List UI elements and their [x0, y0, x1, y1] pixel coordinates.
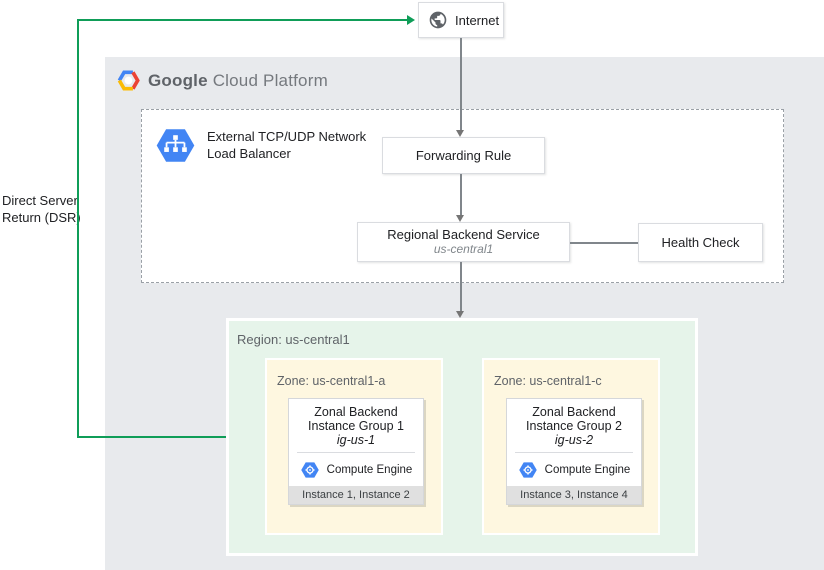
health-check-label: Health Check: [661, 235, 740, 250]
zone-a-label: Zone: us-central1-a: [277, 374, 386, 388]
compute-engine-row: Compute Engine: [507, 453, 641, 486]
compute-engine-label: Compute Engine: [326, 463, 413, 476]
instance-group-1-title: Zonal Backend Instance Group 1 ig-us-1: [289, 399, 423, 447]
down-arrowhead-icon: [456, 215, 464, 222]
gcp-brand-text: Google Cloud Platform: [148, 70, 328, 90]
gcp-hexagon-logo-icon: [117, 70, 140, 91]
instance-group-1-instances: Instance 1, Instance 2: [289, 486, 423, 504]
health-check-node: Health Check: [638, 223, 763, 262]
compute-engine-label: Compute Engine: [544, 463, 631, 476]
dsr-label: Direct Server Return (DSR): [2, 193, 81, 225]
compute-engine-icon: [518, 461, 537, 478]
zone-c-label: Zone: us-central1-c: [494, 374, 602, 388]
backend-to-region-line: [460, 262, 462, 312]
gcp-logo: Google Cloud Platform: [116, 68, 328, 93]
divider: [297, 452, 415, 453]
backend-service-label: Regional Backend Service: [387, 227, 540, 242]
internet-to-forwarding-line: [460, 38, 462, 131]
dsr-return-line-vertical: [77, 19, 79, 438]
compute-engine-icon: [300, 461, 319, 478]
forwarding-to-backend-line: [460, 174, 462, 216]
compute-engine-row: Compute Engine: [289, 453, 423, 486]
globe-icon: [429, 11, 447, 29]
load-balancer-lockup: External TCP/UDP Network Load Balancer: [154, 124, 366, 167]
backend-to-healthcheck-line: [570, 242, 638, 244]
down-arrowhead-icon: [456, 311, 464, 318]
dsr-return-line-top: [77, 19, 407, 21]
load-balancer-title: External TCP/UDP Network Load Balancer: [207, 129, 367, 161]
instance-group-2-instances: Instance 3, Instance 4: [507, 486, 641, 504]
down-arrowhead-icon: [456, 130, 464, 137]
divider: [515, 452, 633, 453]
instance-group-1-box: Zonal Backend Instance Group 1 ig-us-1 C…: [288, 398, 424, 505]
forwarding-rule-label: Forwarding Rule: [415, 148, 512, 163]
instance-group-2-box: Zonal Backend Instance Group 2 ig-us-2 C…: [506, 398, 642, 505]
backend-service-node: Regional Backend Service us-central1: [357, 222, 570, 262]
dsr-return-line-bottom: [77, 436, 226, 438]
region-label: Region: us-central1: [237, 332, 350, 347]
internet-node: Internet: [418, 2, 504, 38]
backend-service-region: us-central1: [433, 242, 494, 256]
load-balancer-icon: [156, 129, 195, 162]
instance-group-2-name: ig-us-2: [554, 433, 594, 447]
dsr-arrowhead-icon: [407, 15, 415, 25]
forwarding-rule-node: Forwarding Rule: [382, 137, 545, 174]
internet-label: Internet: [455, 12, 500, 28]
instance-group-1-name: ig-us-1: [336, 433, 376, 447]
instance-group-2-title: Zonal Backend Instance Group 2 ig-us-2: [507, 399, 641, 447]
